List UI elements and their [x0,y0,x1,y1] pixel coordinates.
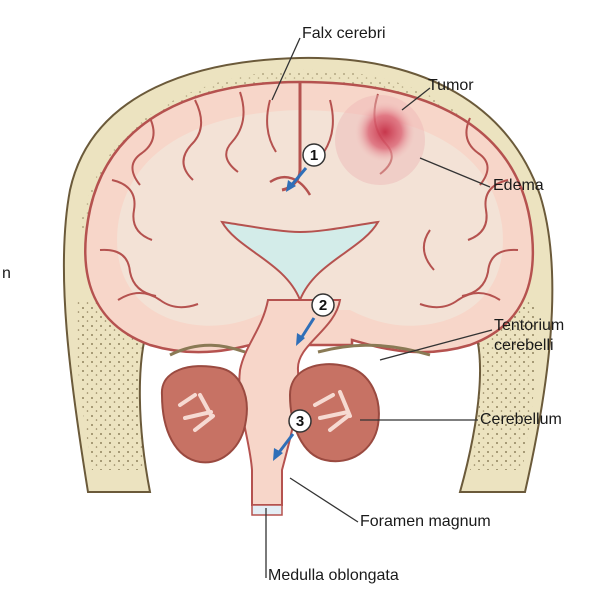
medulla [251,504,283,516]
label-edema: Edema [493,177,544,194]
white-matter [117,110,503,326]
label-falx-cerebri: Falx cerebri [302,25,386,42]
cerebellum-right [288,363,380,463]
marker-1: 1 [302,143,326,167]
label-tentorium-line2: cerebelli [494,337,554,354]
label-cerebellum: Cerebellum [480,411,562,428]
label-left-fragment: n [2,265,11,282]
tumor [355,102,415,162]
ventricle [220,220,380,303]
marker-2-label: 2 [319,297,327,314]
leader-lines [265,37,493,578]
label-tumor: Tumor [428,77,474,94]
arrow-1 [286,167,308,192]
tentorium [169,343,246,357]
label-tentorium-line1: Tentorium [494,317,565,334]
gyri-left [99,91,277,309]
arrow-2 [296,317,316,346]
skull-dots-left [75,300,150,470]
marker-1-label: 1 [310,147,318,164]
label-medulla-oblongata: Medulla oblongata [268,567,399,584]
marker-3-label: 3 [296,413,304,430]
label-foramen-magnum: Foramen magnum [360,513,491,530]
marker-2: 2 [311,293,335,317]
marker-3: 3 [288,409,312,433]
skull-dots-right [468,300,537,470]
arrow-3 [273,433,295,461]
